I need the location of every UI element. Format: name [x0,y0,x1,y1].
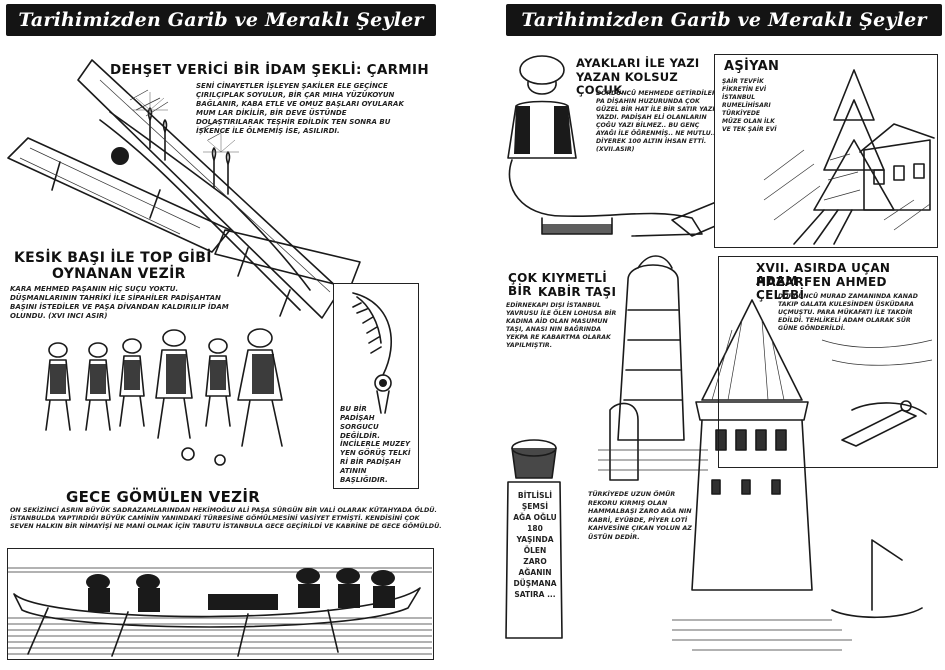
boat-illustration [8,567,432,657]
carmih-text: SENİ CİNAYETLER İŞLEYEN ŞAKİLER ELE GEÇİ… [196,82,404,135]
kolsuz-title-line1: AYAKLARI İLE YAZI [576,56,700,70]
kolsuz-boy-illustration [507,55,735,237]
galata-tower-illustration [672,299,933,651]
vezir-title-line2: OYNANAN VEZİR [52,266,186,282]
soldiers-illustration [45,328,283,466]
vezir-title-line1: KESİK BAŞI İLE TOP GİBİ [14,250,212,266]
sorguc-label-2: İNCİLERLE MUZEY YEN GÖRÜŞ TELKİ Rİ BİR P… [340,440,411,484]
gece-text: ON SEKİZİNCİ ASRIN BÜYÜK SADRAZAMLARINDA… [10,506,442,530]
kolsuz-title-line2: YAZAN KOLSUZ ÇOCUK [576,70,679,97]
left-page-banner: Tarihimizden Garib ve Meraklı Şeyler [6,4,436,36]
kabir-title-line1: ÇOK KIYMETLİ BİR [508,271,607,299]
hazarfen-text: DÖRDÜNCÜ MURAD ZAMANINDA KANAD TAKIP GAL… [778,293,918,332]
right-page: Tarihimizden Garib ve Meraklı Şeyler AYA… [502,0,945,660]
vezir-text: KARA MEHMED PAŞANIN HİÇ SUÇU YOKTU. DÜŞM… [10,285,229,320]
kabir-stone-illustration [598,255,708,481]
left-page: Tarihimizden Garib ve Meraklı Şeyler [0,0,470,660]
kabir-text: EDİRNEKAPI DIŞI İSTANBUL YAVRUSU İLE ÖLE… [506,302,617,349]
hazarfen-title-line2: HAZARFEN AHMED ÇELEBİ [756,275,887,303]
sorguc-label-1: BU BİR PADİŞAH SORGUCU DEĞİLDİR. [340,405,380,440]
hazarfen-title-line1: XVII. ASIRDA UÇAN ADAM [756,261,891,289]
carmih-title: DEHŞET VERİCİ BİR İDAM ŞEKLİ: ÇARMIH [110,62,429,78]
bitlisli-text: BİTLİSLİ ŞEMSİ AĞA OĞLU 180 YAŞINDA ÖLEN… [513,491,557,599]
asiyan-box [714,54,938,248]
asiyan-text: ŞAİR TEVFİK FİKRETİN EVİ İSTANBUL RUMELİ… [722,78,777,133]
kolsuz-text: DÖRDÜNCÜ MEHMEDE GETİRDİLER PA DİŞAHIN H… [596,90,717,153]
hazarfen-box [718,256,938,468]
sorguc-illustration [352,292,392,414]
right-page-banner: Tarihimizden Garib ve Meraklı Şeyler [506,4,942,36]
gece-title: GECE GÖMÜLEN VEZİR [66,488,261,506]
kabir-title-line2: KABİR TAŞI [538,285,617,299]
asiyan-house-illustration [763,69,935,245]
carmih-illustration [7,59,361,319]
bitlisli-stone-illustration [505,439,563,639]
asiyan-title: AŞİYAN [724,59,780,74]
uzun-omur-text: TÜRKİYEDE UZUN ÖMÜR REKORU KIRMIŞ OLAN H… [588,490,692,541]
